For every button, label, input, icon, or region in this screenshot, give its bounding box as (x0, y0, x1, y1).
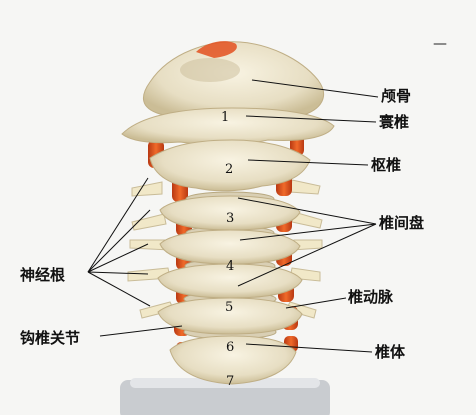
vertebra-number-5: 5 (225, 300, 234, 315)
model-stand (120, 380, 330, 415)
vertebra-number-6: 6 (226, 340, 235, 355)
vertebra-c3 (159, 195, 301, 231)
vertebra-c2 (149, 139, 311, 192)
vertebra-number-4: 4 (226, 259, 235, 274)
vertebra-number-7: 7 (226, 374, 235, 389)
vertebra-c4 (159, 229, 301, 265)
label-nerve-root: 神经根 (20, 266, 66, 284)
vertebra-number-1: 1 (221, 110, 230, 125)
vertebra-number-3: 3 (226, 211, 235, 226)
vertebra-number-2: 2 (225, 162, 234, 177)
vertebra-c6 (157, 297, 303, 335)
vertebra-c7 (169, 335, 297, 385)
label-vertebral-artery: 椎动脉 (348, 288, 394, 306)
label-vertebral-body: 椎体 (375, 343, 406, 361)
label-atlas: 寰椎 (379, 113, 410, 131)
label-occipital: 颅骨 (381, 87, 412, 105)
vertebra-c5 (157, 263, 303, 299)
label-intervertebral-disc: 椎间盘 (379, 214, 425, 232)
label-axis: 枢椎 (371, 156, 402, 174)
label-uncovertebral-joint: 钩椎关节 (20, 329, 81, 347)
corner-mark: — (433, 36, 447, 52)
leader-lines (87, 79, 379, 353)
occipital-bone (142, 41, 324, 121)
